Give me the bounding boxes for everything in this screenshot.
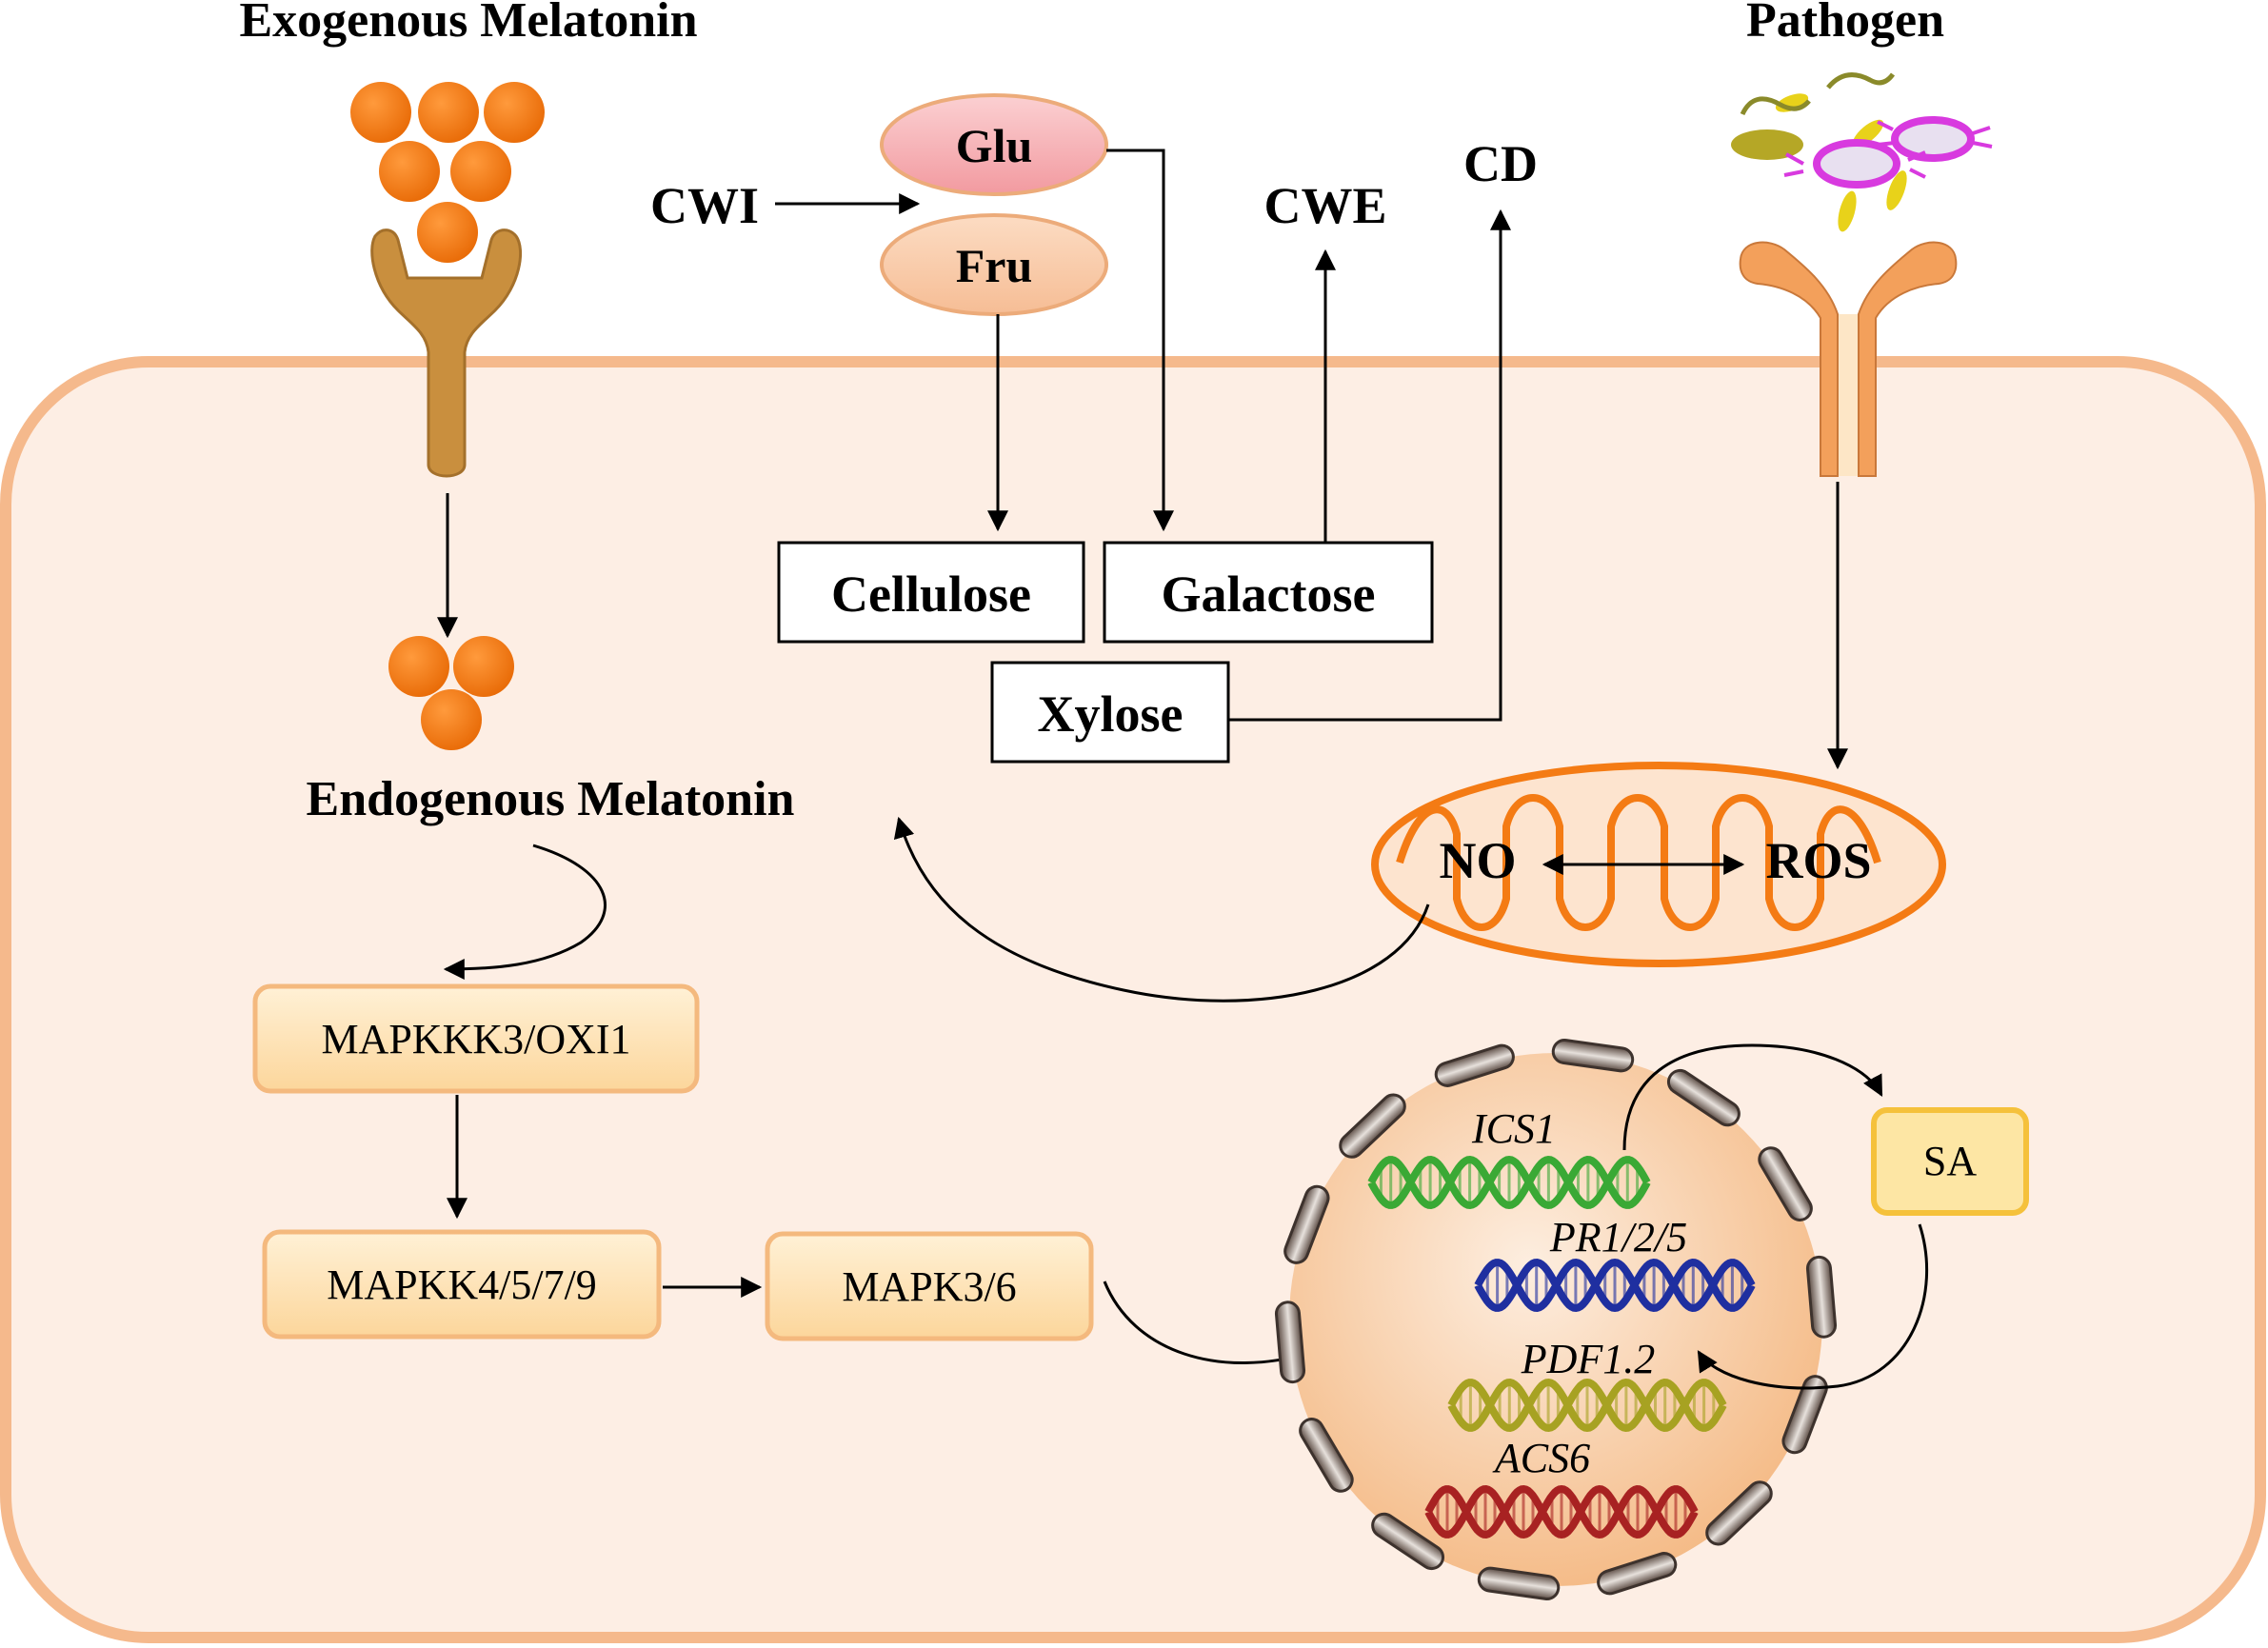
pathogen-cluster	[1731, 72, 1993, 232]
nuclear-envelope-segment	[1805, 1255, 1838, 1339]
arrow-xylose-to-cd	[1228, 208, 1511, 722]
mapkk-box	[262, 1229, 662, 1340]
mapk-label: MAPK3/6	[842, 1263, 1016, 1310]
nuclear-envelope-segment	[1666, 1068, 1741, 1127]
nuclear-envelope-segment	[1339, 1093, 1406, 1159]
mitochondrion-cristae	[1396, 794, 1881, 931]
nuclear-envelope-segment	[1283, 1184, 1330, 1264]
exogenous-melatonin-title: Exogenous Melatonin	[239, 0, 697, 48]
arrow-ics1-to-sa	[1622, 1043, 1883, 1151]
arrow-sa-to-pdf	[1697, 1223, 1928, 1390]
gene-label-pr: PR1/2/5	[1549, 1214, 1687, 1261]
arrow-glu-to-galactose	[1106, 149, 1174, 532]
dna-helix-pdf	[1447, 1378, 1727, 1433]
mapk-box	[765, 1231, 1094, 1341]
exogenous-melatonin-cluster	[350, 82, 545, 263]
fru-label: Fru	[956, 239, 1033, 292]
cellulose-label: Cellulose	[831, 566, 1031, 623]
xylose-box	[990, 661, 1230, 764]
nuclear-envelope-segment	[1758, 1146, 1813, 1221]
dna-helix-ics1	[1367, 1155, 1651, 1210]
galactose-box	[1103, 541, 1434, 644]
cellulose-box	[777, 541, 1085, 644]
glu-ellipse	[880, 93, 1108, 196]
nuclear-envelope-segment	[1597, 1552, 1678, 1596]
pathogen-title: Pathogen	[1746, 0, 1944, 48]
mapkk-label: MAPKK4/5/7/9	[327, 1261, 597, 1308]
galactose-label: Galactose	[1162, 566, 1376, 623]
melatonin-receptor	[370, 228, 523, 478]
endogenous-melatonin-cluster	[388, 636, 514, 750]
gene-pdf: PDF1.2	[1447, 1336, 1727, 1433]
glu-label: Glu	[956, 119, 1033, 172]
fru-ellipse	[880, 213, 1108, 316]
gene-ics1: ICS1	[1367, 1105, 1651, 1210]
xylose-label: Xylose	[1038, 685, 1184, 743]
sa-box	[1871, 1107, 2029, 1216]
gene-pr: PR1/2/5	[1474, 1214, 1756, 1313]
nuclear-envelope-segment	[1551, 1039, 1635, 1073]
nuclear-envelope-segment	[1371, 1512, 1445, 1571]
nuclear-envelope-segment	[1299, 1418, 1354, 1493]
cwi-label: CWI	[650, 177, 759, 234]
nuclear-envelope-segment	[1705, 1480, 1773, 1546]
gene-label-acs6: ACS6	[1492, 1435, 1590, 1481]
dna-helix-pr	[1474, 1258, 1756, 1313]
cd-label: CD	[1463, 135, 1538, 192]
arrow-endogenous-to-mapkkk	[443, 844, 607, 980]
pathogen-receptor	[1739, 241, 1958, 477]
gene-label-ics1: ICS1	[1471, 1105, 1556, 1152]
dna-helix-acs6	[1424, 1484, 1699, 1539]
nuclear-envelope-segment	[1274, 1301, 1306, 1384]
nuclear-envelope-segment	[1477, 1566, 1561, 1600]
arrow-no-to-endogenous-melatonin	[893, 816, 1430, 1003]
cwe-label: CWE	[1263, 177, 1386, 234]
gene-acs6: ACS6	[1424, 1435, 1699, 1539]
nuclear-envelope	[1274, 1039, 1838, 1600]
nuclear-envelope-segment	[1434, 1043, 1515, 1087]
ros-label: ROS	[1765, 832, 1871, 889]
sa-label: SA	[1923, 1138, 1977, 1184]
mapkkk-box	[252, 983, 700, 1094]
endogenous-melatonin-label: Endogenous Melatonin	[307, 772, 795, 826]
nucleus	[1289, 1053, 1822, 1586]
nuclear-envelope-segment	[1781, 1375, 1828, 1455]
no-label: NO	[1440, 832, 1517, 889]
gene-label-pdf: PDF1.2	[1521, 1336, 1656, 1382]
mapkkk-label: MAPKKK3/OXI1	[321, 1016, 630, 1062]
